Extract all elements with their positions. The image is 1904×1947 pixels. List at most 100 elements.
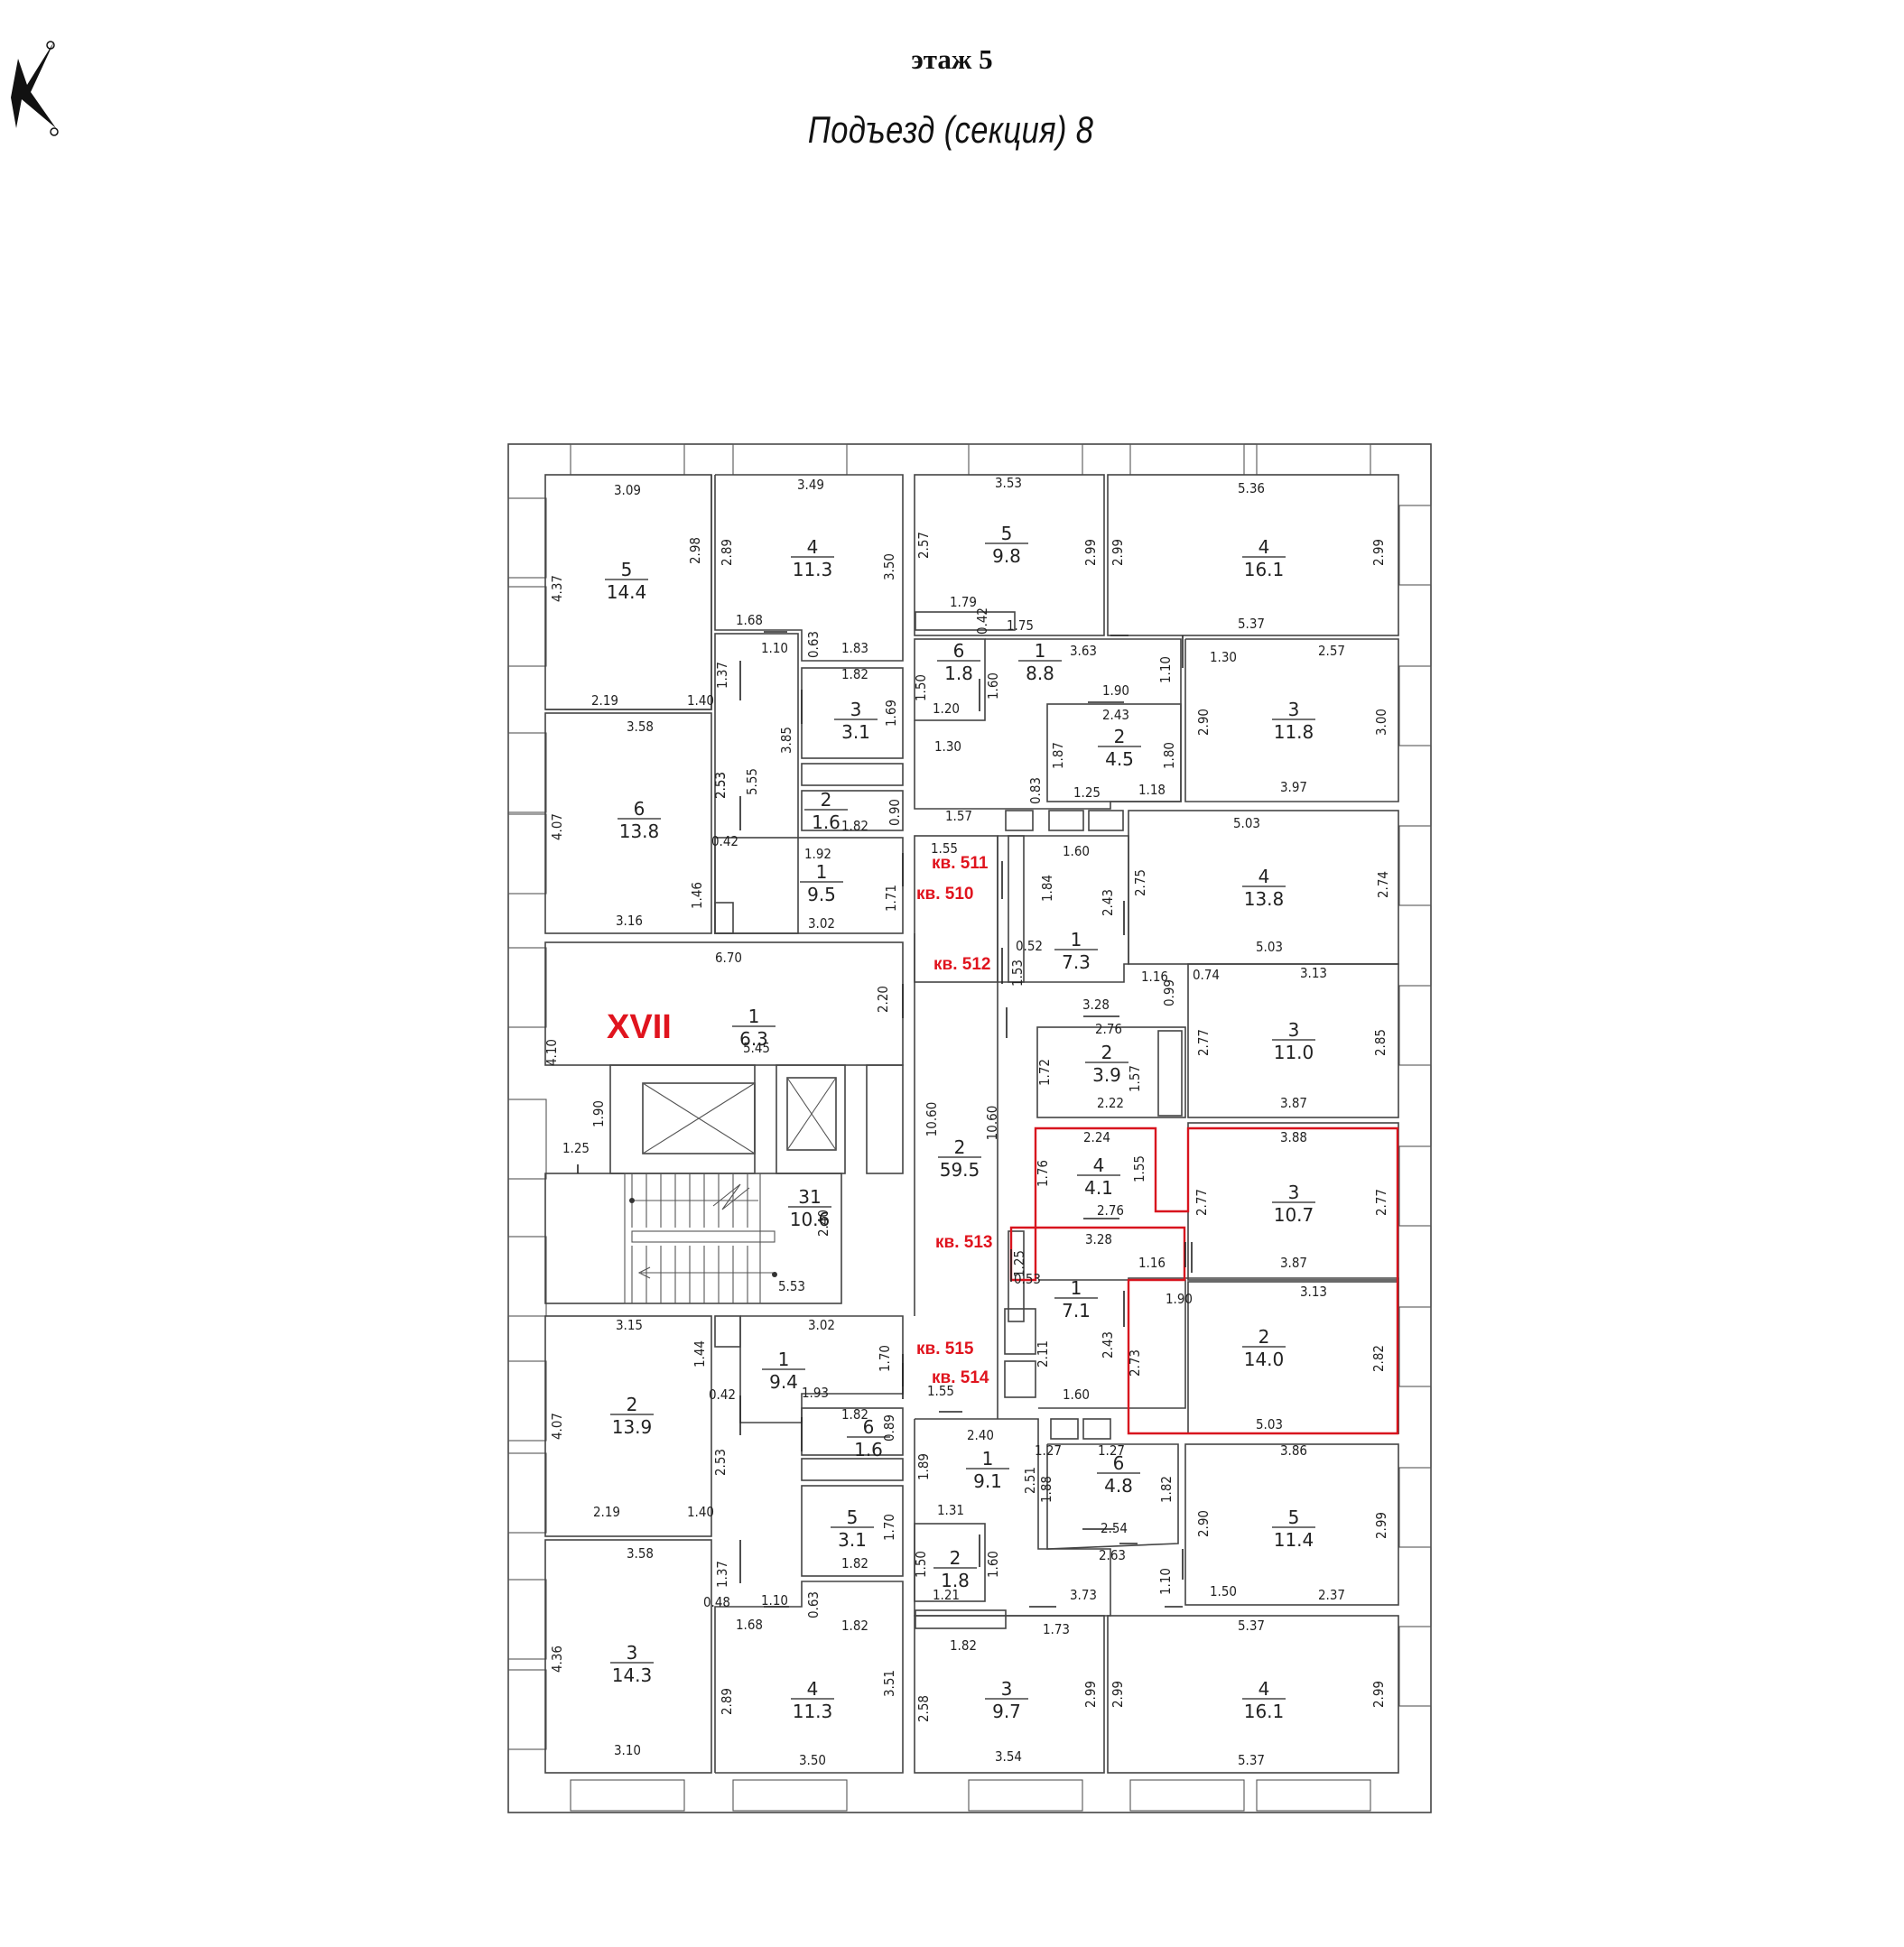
apt-label-512: кв. 512	[933, 955, 990, 974]
apt-label-510: кв. 510	[916, 885, 973, 904]
dimension-label: 1.89	[915, 1453, 932, 1480]
dimension-label: 1.55	[927, 1383, 954, 1399]
dimension-label: 2.57	[915, 532, 932, 559]
dimension-label: 1.10	[1157, 1568, 1174, 1595]
dimension-label: 1.73	[1043, 1621, 1070, 1637]
dimension-label: 0.52	[1016, 938, 1043, 954]
room-label: 61.8	[937, 640, 980, 684]
room-number: 1	[1071, 1277, 1082, 1299]
dimension-label: 1.16	[1138, 1255, 1166, 1271]
dimension-label: 2.77	[1193, 1189, 1210, 1216]
dimension-label: 3.13	[1300, 965, 1327, 981]
room-number: 2	[1114, 726, 1126, 747]
room-number: 1	[816, 861, 828, 883]
dimension-label: 3.28	[1085, 1231, 1112, 1247]
dimension-label: 2.99	[1110, 1681, 1126, 1708]
dimension-label: 6.70	[715, 950, 742, 966]
dimension-label: 5.36	[1238, 480, 1265, 496]
room-area: 9.5	[807, 884, 836, 905]
room-number: 6	[634, 798, 646, 820]
room-label: 17.3	[1054, 929, 1098, 973]
dimension-label: 2.99	[1370, 539, 1387, 566]
dimension-label: 2.82	[1370, 1345, 1387, 1372]
dimension-label: 1.60	[1063, 1386, 1090, 1403]
room-number: 2	[821, 789, 832, 811]
dimension-label: 0.90	[887, 799, 903, 826]
door-marks	[577, 631, 1193, 1608]
room-number: 1	[1035, 640, 1046, 662]
dimension-label: 2.43	[1100, 1331, 1116, 1358]
dimension-label: 1.69	[883, 700, 899, 727]
dimension-label: 1.27	[1035, 1442, 1062, 1459]
dimension-label: 4.37	[549, 575, 565, 602]
dimension-label: 2.53	[712, 772, 729, 799]
section-title: Подъезд (секция) 8	[807, 108, 1094, 151]
room-number: 2	[627, 1394, 638, 1415]
dimension-label: 1.10	[761, 640, 788, 656]
dimension-label: 0.99	[1161, 979, 1177, 1006]
room-area: 7.3	[1062, 951, 1091, 973]
room-number: 1	[748, 1006, 760, 1027]
apt-label-515: кв. 515	[916, 1340, 974, 1358]
dimension-label: 2.53	[712, 1449, 729, 1476]
dimension-label: 3.28	[1082, 997, 1110, 1013]
room-label: 413.8	[1242, 866, 1286, 910]
compass-icon	[11, 41, 59, 136]
dimension-label: 2.54	[1101, 1520, 1128, 1536]
dimension-label: 5.03	[1256, 939, 1283, 955]
dimension-label: 5.37	[1238, 1618, 1265, 1634]
dimension-label: 0.74	[1193, 967, 1220, 983]
dimension-label: 2.76	[1095, 1021, 1122, 1037]
dimension-label: 2.99	[1373, 1512, 1389, 1539]
dimension-label: 1.44	[692, 1340, 708, 1368]
dimension-label: 1.83	[841, 640, 868, 656]
dimension-label: 3.51	[881, 1670, 897, 1697]
dimension-label: 3.73	[1070, 1587, 1097, 1603]
dimension-label: 1.30	[1210, 649, 1237, 665]
dimension-label: 1.40	[687, 1504, 714, 1520]
dimension-label: 1.82	[841, 666, 868, 682]
room-label: 59.8	[985, 523, 1028, 567]
dimension-label: 5.03	[1256, 1416, 1283, 1432]
dimension-label: 1.10	[1157, 656, 1174, 683]
dimension-label: 1.75	[1007, 617, 1034, 634]
room-number: 1	[778, 1349, 790, 1370]
dimension-label: 0.89	[881, 1414, 897, 1442]
dimension-label: 1.82	[841, 1406, 868, 1423]
apt-label-514: кв. 514	[932, 1368, 989, 1387]
dimension-label: 1.79	[950, 594, 977, 610]
dimension-label: 3.13	[1300, 1284, 1327, 1300]
dimension-label: 2.63	[1099, 1547, 1126, 1563]
room-label: 213.9	[610, 1394, 654, 1438]
dimension-label: 3.10	[614, 1742, 641, 1758]
dimension-label: 1.21	[933, 1587, 960, 1603]
dimension-label: 1.90	[1102, 682, 1129, 699]
dimension-label: 3.02	[808, 1317, 835, 1333]
dimension-label: 2.99	[1370, 1681, 1387, 1708]
dimension-label: 1.10	[761, 1592, 788, 1609]
dimension-label: 2.89	[719, 1688, 735, 1715]
room-label: 44.1	[1077, 1154, 1120, 1199]
dimension-label: 1.53	[1009, 960, 1026, 987]
dimension-label: 1.50	[913, 674, 929, 701]
dimension-label: 2.24	[1083, 1129, 1110, 1145]
dimension-label: 1.71	[883, 885, 899, 912]
dimension-label: 1.82	[841, 1555, 868, 1572]
room-label: 61.6	[847, 1416, 890, 1460]
dimension-label: 3.50	[881, 553, 897, 580]
dimension-label: 2.99	[1082, 539, 1099, 566]
dimension-label: 3.50	[799, 1752, 826, 1768]
dimension-label: 5.37	[1238, 616, 1265, 632]
dimension-label: 2.51	[1022, 1467, 1038, 1494]
dimension-label: 1.90	[1166, 1291, 1193, 1307]
floor-title: этаж 5	[911, 43, 993, 75]
room-area: 1.6	[854, 1439, 883, 1460]
room-number: 3	[627, 1642, 638, 1664]
room-number: 5	[621, 559, 633, 580]
dimension-label: 1.31	[937, 1502, 964, 1518]
dimension-label: 0.42	[711, 833, 738, 849]
room-number: 4	[807, 536, 819, 558]
dimension-label: 2.40	[967, 1427, 994, 1443]
room-label: 21.6	[804, 789, 848, 833]
